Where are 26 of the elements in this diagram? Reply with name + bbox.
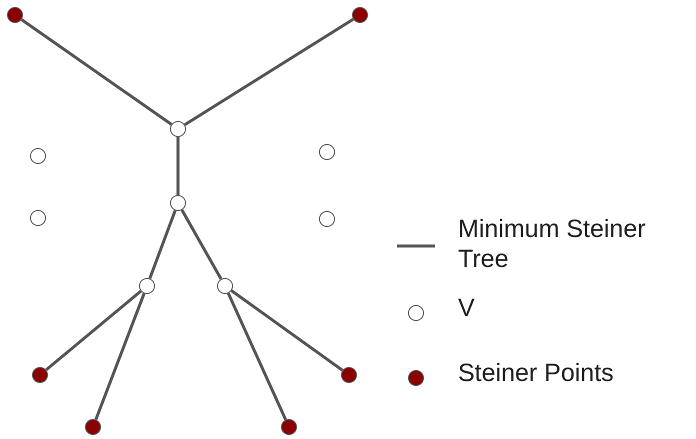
tree-edge <box>184 18 354 126</box>
vertex-point <box>319 211 335 227</box>
legend-label: Steiner Points <box>458 358 615 388</box>
vertex-point <box>170 195 186 211</box>
tree-edge <box>176 137 180 195</box>
steiner-point <box>85 419 101 435</box>
vertex-point <box>217 278 233 294</box>
tree-edge <box>226 292 288 420</box>
tree-edge <box>148 210 177 280</box>
steiner-point <box>352 7 368 23</box>
vertex-point <box>30 148 46 164</box>
vertex-point <box>319 144 335 160</box>
vertex-point <box>30 210 46 226</box>
steiner-point <box>341 367 357 383</box>
tree-edge <box>20 18 172 126</box>
steiner-point <box>32 367 48 383</box>
vertex-point <box>170 121 186 137</box>
vertex-point <box>139 278 155 294</box>
legend-label: Minimum Steiner Tree <box>458 214 647 274</box>
steiner-point <box>7 7 23 23</box>
legend-label: V <box>458 293 476 323</box>
tree-edge <box>45 290 142 372</box>
steiner-point <box>281 419 297 435</box>
tree-edge <box>94 292 146 420</box>
tree-edge <box>230 289 344 372</box>
tree-edge <box>180 209 222 280</box>
